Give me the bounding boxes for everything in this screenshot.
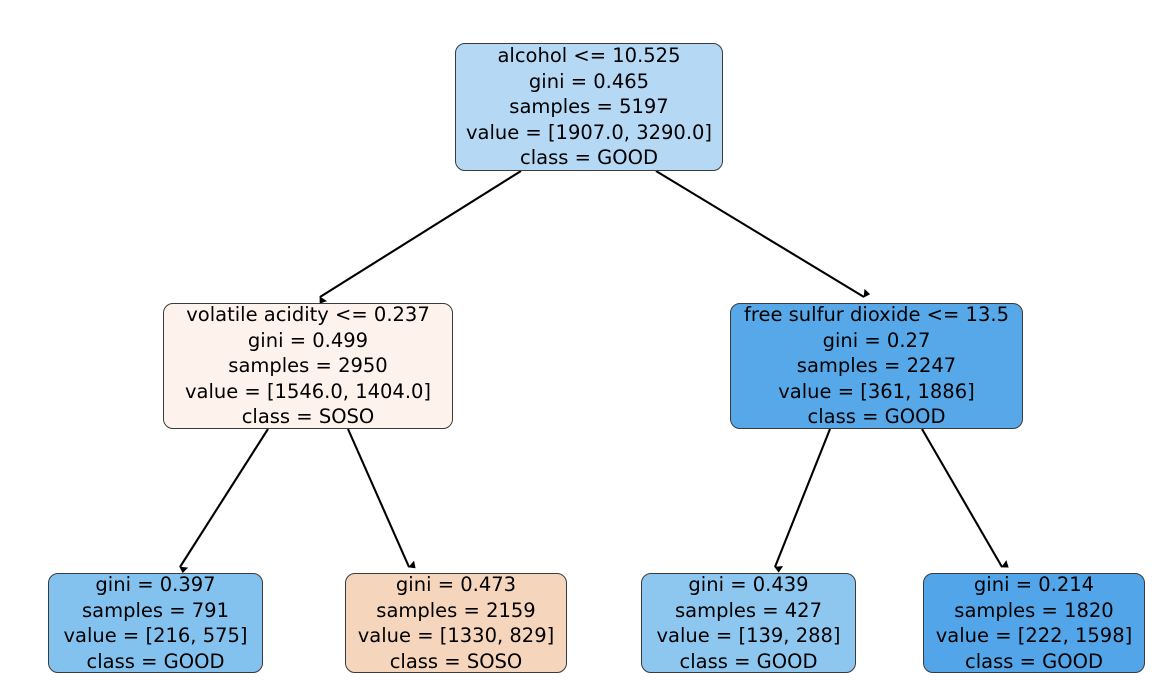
node-value: value = [1330, 829] — [357, 624, 555, 647]
edge-root-to-right — [655, 170, 871, 298]
edge-right-to-leaf4 — [921, 428, 1009, 568]
node-class: class = GOOD — [86, 649, 225, 673]
tree-leaf-3[interactable]: gini = 0.439 samples = 427 value = [139,… — [641, 573, 856, 673]
edge-left-to-leaf2 — [347, 428, 416, 569]
node-class: class = GOOD — [965, 649, 1103, 673]
node-value: value = [216, 575] — [63, 624, 248, 647]
edge-right-to-leaf3 — [774, 428, 831, 573]
node-gini: gini = 0.214 — [973, 573, 1095, 596]
node-condition: free sulfur dioxide <= 13.5 — [744, 303, 1009, 327]
tree-leaf-4[interactable]: gini = 0.214 samples = 1820 value = [222… — [923, 573, 1145, 673]
node-gini: gini = 0.397 — [95, 573, 216, 596]
node-gini: gini = 0.499 — [247, 328, 369, 352]
node-gini: gini = 0.465 — [528, 69, 650, 93]
node-value: value = [361, 1886] — [778, 379, 975, 403]
tree-node-volatile-acidity[interactable]: volatile acidity <= 0.237 gini = 0.499 s… — [163, 303, 453, 429]
tree-node-root[interactable]: alcohol <= 10.525 gini = 0.465 samples =… — [455, 43, 723, 171]
tree-leaf-1[interactable]: gini = 0.397 samples = 791 value = [216,… — [48, 573, 263, 673]
node-value: value = [222, 1598] — [935, 624, 1133, 647]
node-class: class = GOOD — [807, 405, 946, 429]
tree-node-free-sulfur-dioxide[interactable]: free sulfur dioxide <= 13.5 gini = 0.27 … — [730, 303, 1023, 429]
node-class: class = SOSO — [241, 405, 375, 429]
edge-left-to-leaf1 — [179, 428, 269, 574]
edge-root-to-left — [319, 170, 522, 304]
node-samples: samples = 5197 — [509, 95, 669, 119]
node-gini: gini = 0.27 — [822, 328, 931, 352]
node-samples: samples = 1820 — [954, 598, 1114, 622]
node-samples: samples = 2247 — [796, 354, 957, 378]
node-gini: gini = 0.439 — [688, 573, 809, 596]
node-samples: samples = 791 — [81, 598, 229, 622]
node-condition: volatile acidity <= 0.237 — [186, 303, 430, 327]
tree-leaf-2[interactable]: gini = 0.473 samples = 2159 value = [133… — [345, 573, 567, 673]
node-samples: samples = 2950 — [228, 354, 388, 378]
node-samples: samples = 2159 — [376, 598, 536, 622]
node-value: value = [139, 288] — [656, 624, 841, 647]
node-class: class = GOOD — [520, 146, 658, 170]
node-samples: samples = 427 — [674, 598, 822, 622]
node-gini: gini = 0.473 — [395, 573, 517, 596]
node-value: value = [1546.0, 1404.0] — [184, 379, 432, 403]
node-value: value = [1907.0, 3290.0] — [465, 120, 713, 144]
node-condition: alcohol <= 10.525 — [497, 44, 681, 68]
node-class: class = SOSO — [389, 649, 523, 673]
node-class: class = GOOD — [679, 649, 818, 673]
